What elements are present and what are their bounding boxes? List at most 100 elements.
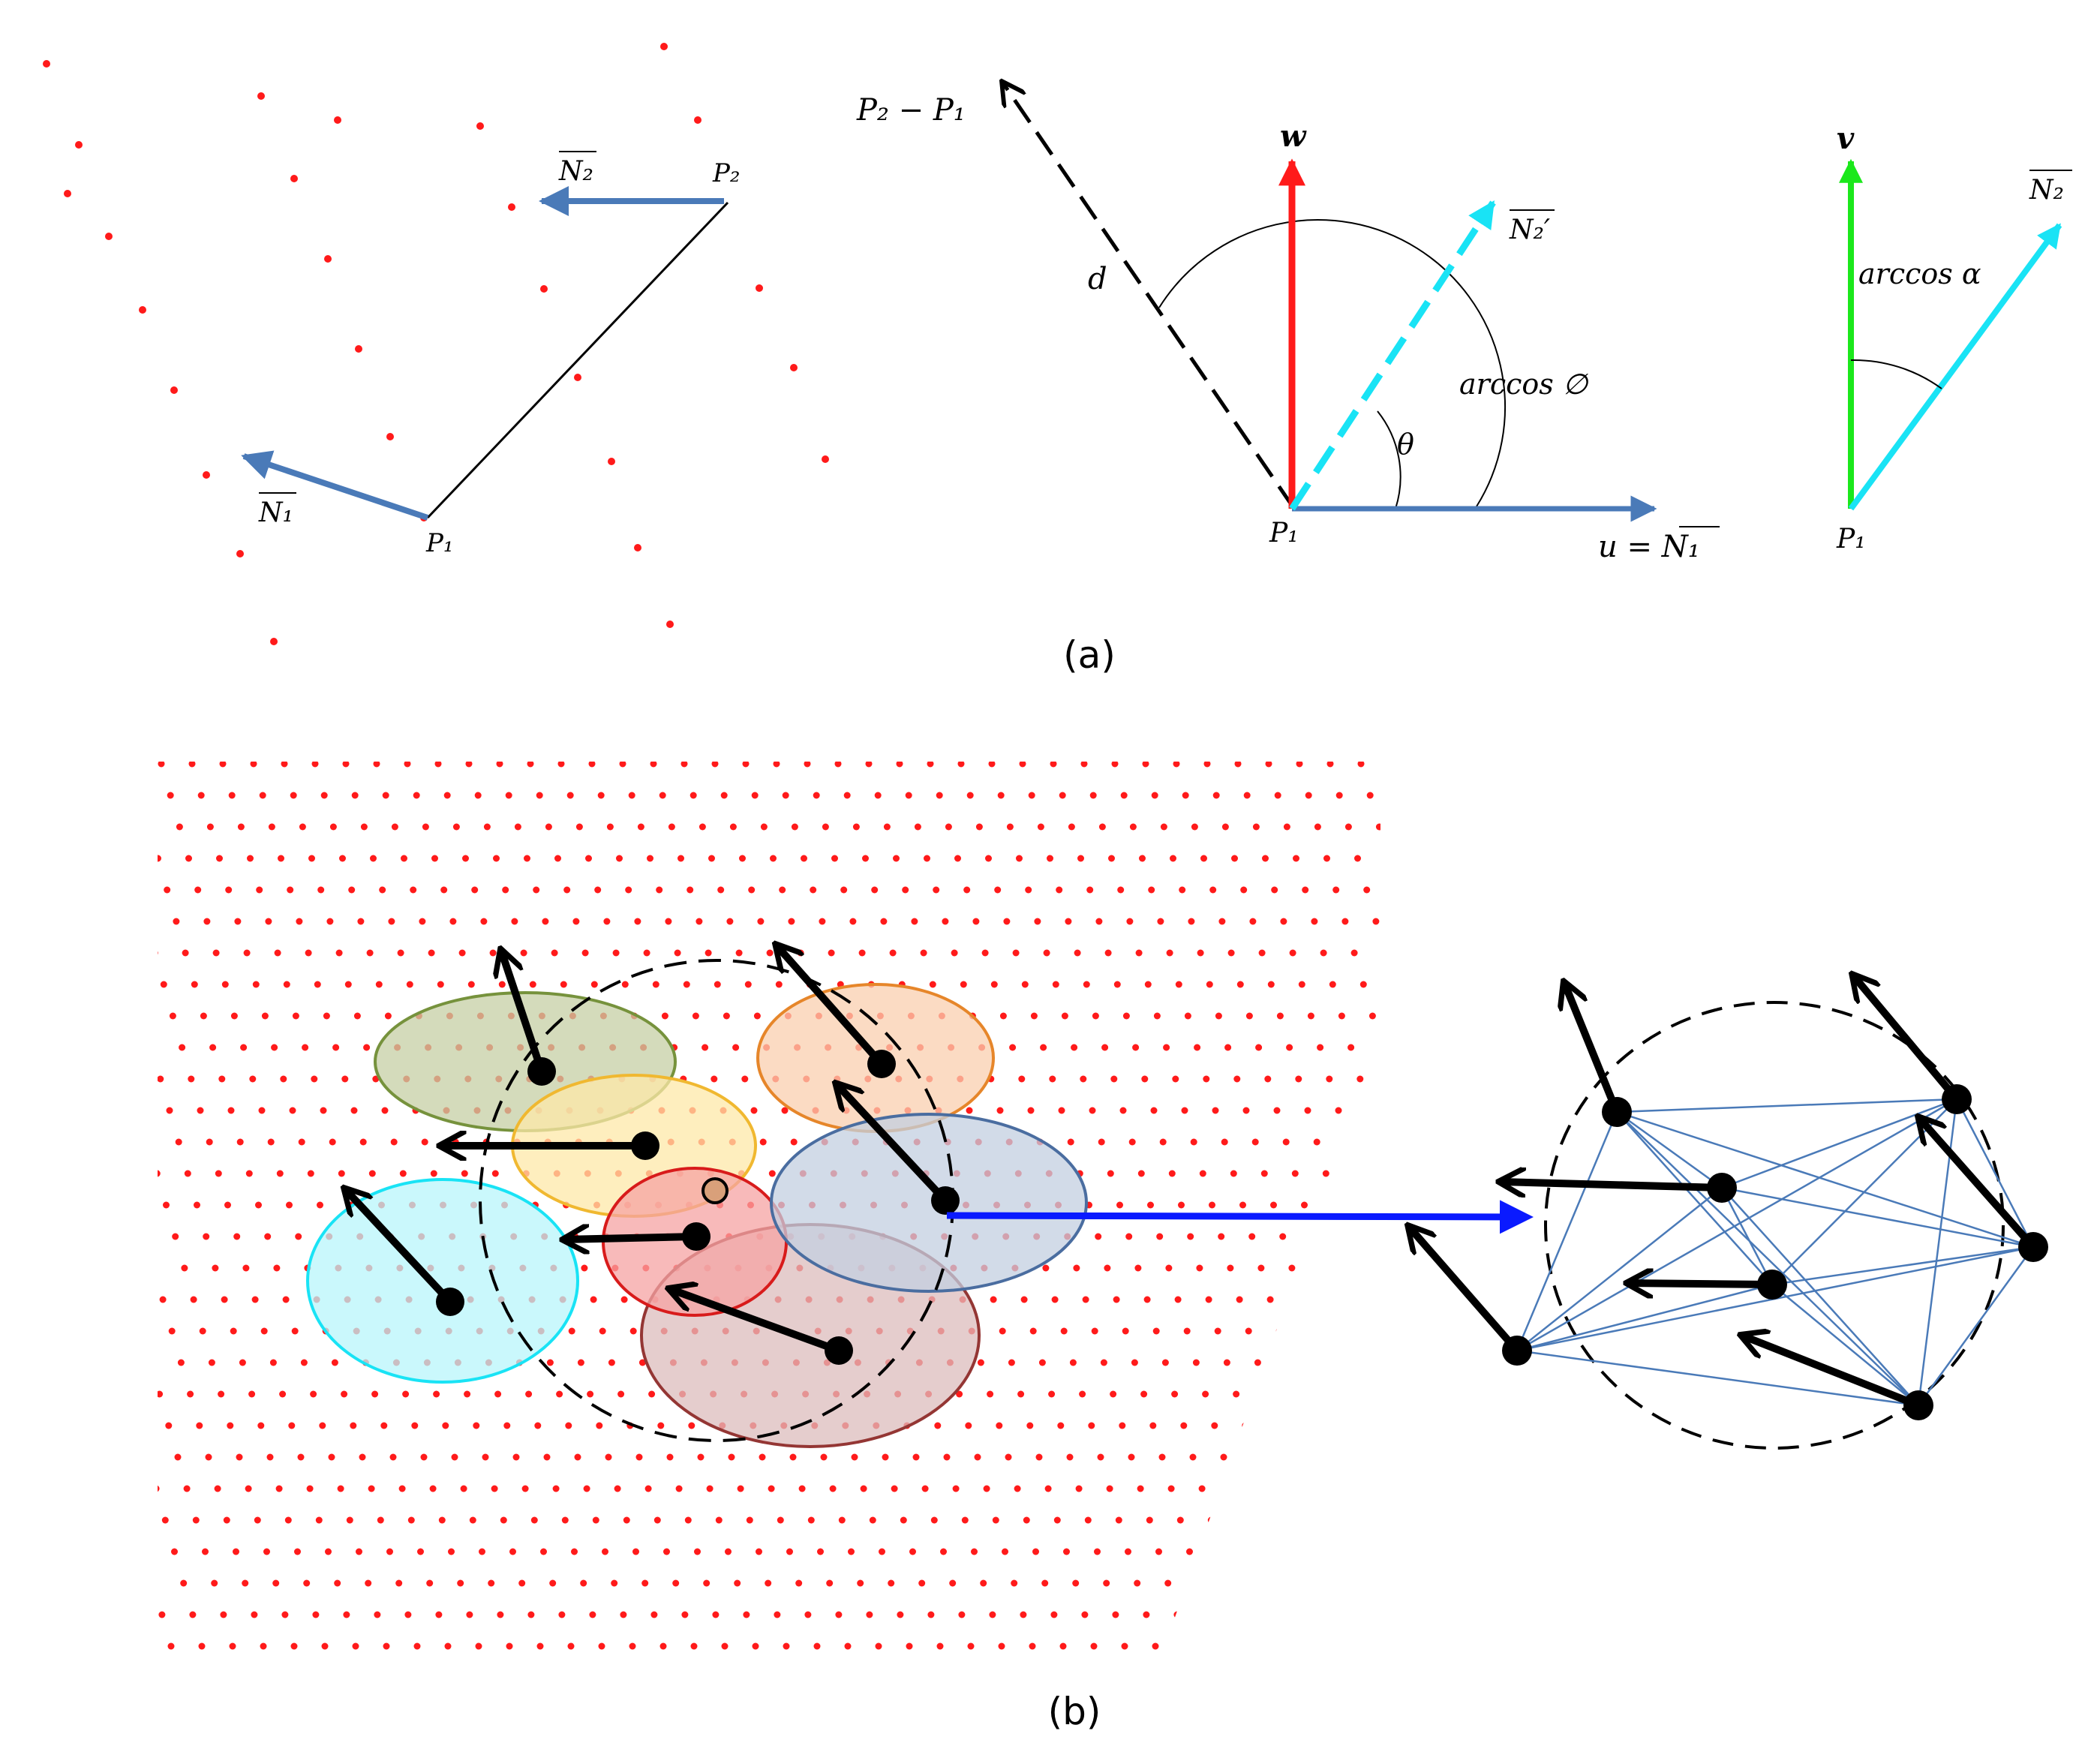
point	[1135, 949, 1143, 957]
point	[1198, 1485, 1206, 1492]
point	[1199, 1170, 1206, 1177]
point	[1086, 886, 1094, 894]
point	[653, 1516, 661, 1524]
point	[1212, 1107, 1219, 1114]
point	[1238, 1516, 1245, 1524]
point	[1281, 1453, 1289, 1461]
point	[597, 792, 605, 799]
point	[1042, 1264, 1050, 1272]
point	[1113, 981, 1121, 988]
point	[957, 762, 965, 768]
point	[1119, 1422, 1126, 1429]
point	[479, 1548, 485, 1555]
point	[1082, 1296, 1089, 1303]
point	[388, 918, 395, 925]
v-label: v	[1837, 121, 1855, 156]
point	[290, 792, 297, 799]
point	[1314, 823, 1321, 831]
point	[1255, 1044, 1263, 1051]
point	[438, 1516, 446, 1524]
point	[990, 981, 998, 988]
point	[605, 1453, 612, 1461]
point	[525, 1390, 533, 1398]
point	[945, 823, 952, 831]
point	[215, 1170, 222, 1177]
point	[413, 792, 420, 799]
point	[723, 1012, 730, 1020]
point	[549, 1579, 557, 1587]
point	[181, 1264, 188, 1272]
point	[1025, 886, 1032, 894]
point	[708, 855, 715, 862]
point	[268, 823, 275, 831]
point	[571, 1548, 578, 1555]
point	[375, 981, 383, 988]
point	[1020, 1611, 1027, 1618]
point	[1204, 1611, 1212, 1618]
point	[350, 1422, 357, 1429]
point	[1159, 1138, 1167, 1146]
n1-label: N₁	[258, 497, 293, 528]
point	[237, 823, 245, 831]
point	[1332, 886, 1340, 894]
point	[1187, 1233, 1194, 1240]
point	[334, 116, 341, 124]
point	[1139, 855, 1146, 862]
point	[1077, 855, 1084, 862]
point	[1006, 823, 1014, 831]
point	[1335, 1107, 1342, 1114]
point	[365, 1579, 372, 1587]
point	[1181, 1107, 1188, 1114]
point	[198, 1642, 206, 1650]
point	[325, 1548, 332, 1555]
point	[1242, 1422, 1249, 1429]
point	[1330, 1516, 1338, 1524]
point	[929, 981, 936, 988]
normal-arrow	[1742, 1336, 1920, 1409]
point	[329, 823, 337, 831]
point	[381, 1107, 389, 1114]
point	[1344, 1138, 1351, 1146]
point	[344, 981, 352, 988]
point	[229, 1642, 236, 1650]
point	[502, 886, 509, 894]
point	[374, 1611, 381, 1618]
point	[465, 762, 473, 768]
p1-p2-segment	[426, 201, 729, 519]
point	[1089, 792, 1097, 799]
point	[1148, 886, 1155, 894]
point	[527, 1611, 535, 1618]
p2-minus-p1-vector	[1002, 81, 1296, 510]
point	[1186, 1548, 1193, 1555]
point	[920, 949, 927, 957]
point	[1037, 823, 1044, 831]
point	[286, 1201, 293, 1209]
point	[228, 792, 236, 799]
point	[291, 1327, 299, 1335]
point	[263, 1548, 270, 1555]
point	[1340, 1548, 1347, 1555]
point	[1236, 981, 1244, 988]
point	[813, 792, 820, 799]
point	[1366, 792, 1374, 799]
arc-arccos-phi	[1158, 218, 1507, 507]
point	[1110, 1390, 1117, 1398]
point	[506, 1642, 513, 1650]
point	[265, 918, 272, 925]
point	[893, 855, 900, 862]
point	[500, 1516, 507, 1524]
point	[260, 1327, 268, 1335]
graph-node	[1707, 1173, 1737, 1203]
point	[951, 949, 958, 957]
point	[536, 1642, 544, 1650]
point	[275, 1485, 283, 1492]
point	[1029, 1327, 1037, 1335]
point	[473, 1422, 480, 1429]
point	[1249, 918, 1257, 925]
point	[974, 1453, 981, 1461]
point	[1309, 1548, 1316, 1555]
graph-node	[1602, 1097, 1632, 1127]
point	[1257, 1579, 1264, 1587]
point	[435, 1611, 443, 1618]
panel-b-left	[158, 762, 1534, 1650]
